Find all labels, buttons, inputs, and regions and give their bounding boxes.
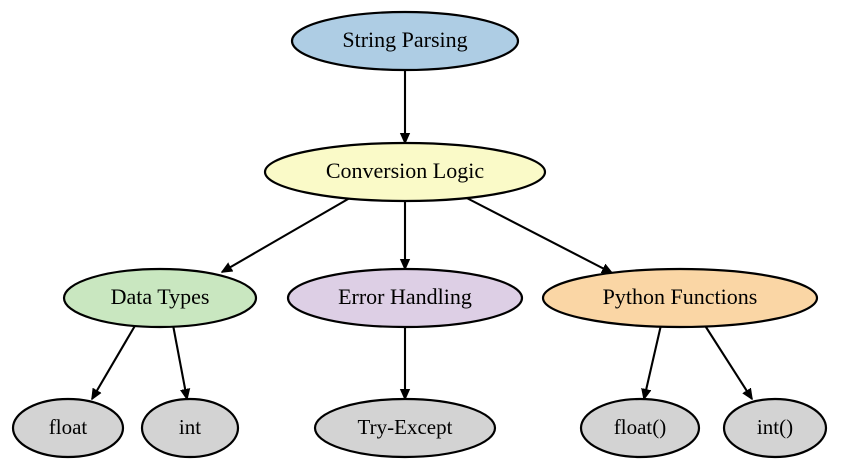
node-label-try-except: Try-Except: [358, 415, 453, 439]
node-string-parsing[interactable]: String Parsing: [290, 10, 520, 72]
edges-layer: [91, 70, 752, 399]
node-shape-int-call[interactable]: [722, 397, 828, 459]
node-float[interactable]: float: [11, 397, 125, 459]
node-label-error-handling: Error Handling: [338, 284, 472, 309]
node-shape-float-call[interactable]: [579, 397, 701, 459]
node-label-string-parsing: String Parsing: [342, 27, 467, 52]
node-shape-error-handling[interactable]: [286, 267, 524, 329]
edge-conversion-logic-to-python-functions: [458, 193, 612, 274]
node-shape-data-types[interactable]: [62, 267, 258, 329]
node-label-float-call: float(): [614, 415, 666, 439]
node-label-data-types: Data Types: [111, 284, 210, 309]
edge-line: [703, 323, 752, 399]
node-label-int-call: int(): [757, 415, 793, 439]
edge-line: [91, 323, 137, 399]
node-shape-int[interactable]: [140, 397, 240, 459]
node-label-conversion-logic: Conversion Logic: [326, 158, 484, 183]
node-label-python-functions: Python Functions: [603, 284, 758, 309]
node-label-int: int: [179, 415, 201, 439]
node-try-except[interactable]: Try-Except: [313, 397, 497, 459]
node-python-functions[interactable]: Python Functions: [541, 267, 819, 329]
node-shape-python-functions[interactable]: [541, 267, 819, 329]
edge-data-types-to-int: [171, 324, 187, 399]
node-shape-try-except[interactable]: [313, 397, 497, 459]
edge-line: [222, 194, 356, 273]
node-conversion-logic[interactable]: Conversion Logic: [263, 141, 547, 203]
node-float-call[interactable]: float(): [579, 397, 701, 459]
node-int[interactable]: int: [140, 397, 240, 459]
node-int-call[interactable]: int(): [722, 397, 828, 459]
edge-line: [458, 193, 612, 274]
node-label-float: float: [49, 415, 88, 439]
edge-conversion-logic-to-data-types: [222, 194, 356, 273]
edge-python-functions-to-int-call: [703, 323, 752, 399]
node-shape-string-parsing[interactable]: [290, 10, 520, 72]
node-shape-float[interactable]: [11, 397, 125, 459]
node-data-types[interactable]: Data Types: [62, 267, 258, 329]
edge-line: [644, 324, 663, 399]
edge-python-functions-to-float-call: [644, 324, 663, 399]
node-shape-conversion-logic[interactable]: [263, 141, 547, 203]
edge-line: [171, 324, 187, 399]
edge-data-types-to-float: [91, 323, 137, 399]
node-error-handling[interactable]: Error Handling: [286, 267, 524, 329]
